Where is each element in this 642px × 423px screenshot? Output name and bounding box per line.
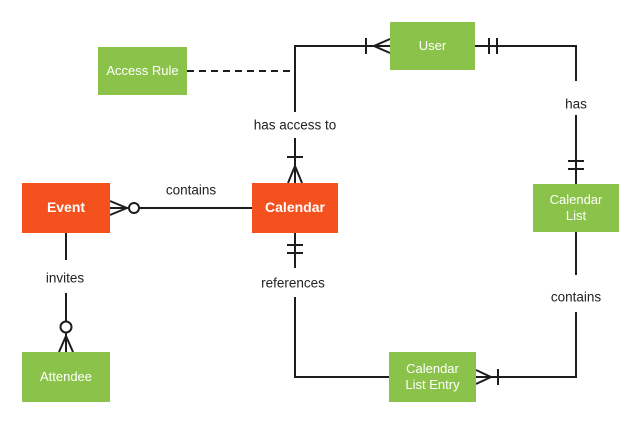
relationship-label-contains-event: contains	[165, 182, 217, 198]
relationship-label-references: references	[261, 275, 325, 291]
crows-foot	[109, 200, 128, 216]
cardinality-exactly-one-icon	[568, 160, 584, 170]
connector-event-invites-attendee	[58, 233, 74, 353]
entity-calendar[interactable]: Calendar	[252, 183, 338, 233]
relationship-label-has: has	[565, 96, 587, 112]
connector-user-has-calendar-list	[475, 38, 584, 184]
connector-list-contains-entry	[475, 232, 577, 385]
entity-attendee[interactable]: Attendee	[22, 352, 110, 402]
entity-label: Access Rule	[106, 62, 179, 78]
double-bar	[287, 244, 303, 254]
relationship-label-contains-entry: contains	[550, 289, 602, 305]
connector-line	[294, 45, 390, 112]
double-bar	[488, 38, 498, 54]
crows-foot-and-bar	[475, 369, 499, 385]
entity-access-rule[interactable]: Access Rule	[98, 47, 187, 95]
entity-label: Calendar List	[549, 191, 603, 223]
connector-calendar-references-entry	[287, 233, 389, 378]
zero-ring	[59, 320, 73, 334]
entity-user[interactable]: User	[390, 22, 475, 70]
entity-event[interactable]: Event	[22, 183, 110, 233]
connector-line	[476, 312, 577, 378]
entity-label: Calendar	[265, 199, 325, 216]
connector-line	[475, 45, 577, 81]
entity-label: Attendee	[39, 368, 93, 384]
entity-label: Calendar List Entry	[405, 360, 460, 392]
crows-foot	[58, 332, 74, 353]
cardinality-one-or-many-icon	[475, 369, 499, 385]
bar-and-crows-foot	[365, 38, 391, 54]
entity-label: User	[418, 37, 447, 53]
cardinality-zero-or-many-icon	[109, 200, 140, 216]
cardinality-one-or-many-icon	[365, 38, 391, 54]
cardinality-exactly-one-icon	[488, 38, 498, 54]
connector-line	[294, 297, 389, 378]
connector-calendar-has-access-to-user	[287, 38, 391, 184]
entity-label: Event	[46, 199, 86, 216]
entity-calendar-list-entry[interactable]: Calendar List Entry	[389, 352, 476, 402]
entity-calendar-list[interactable]: Calendar List	[533, 184, 619, 232]
zero-ring	[128, 202, 140, 214]
bar-and-crows-foot	[287, 156, 303, 184]
relationship-label-has-access-to: has access to	[253, 117, 337, 133]
cardinality-zero-or-many-icon	[58, 320, 74, 353]
double-bar	[568, 160, 584, 170]
relationship-label-invites: invites	[45, 270, 85, 286]
connector-calendar-contains-event	[109, 200, 252, 216]
cardinality-exactly-one-icon	[287, 244, 303, 254]
cardinality-one-or-many-icon	[287, 156, 303, 184]
